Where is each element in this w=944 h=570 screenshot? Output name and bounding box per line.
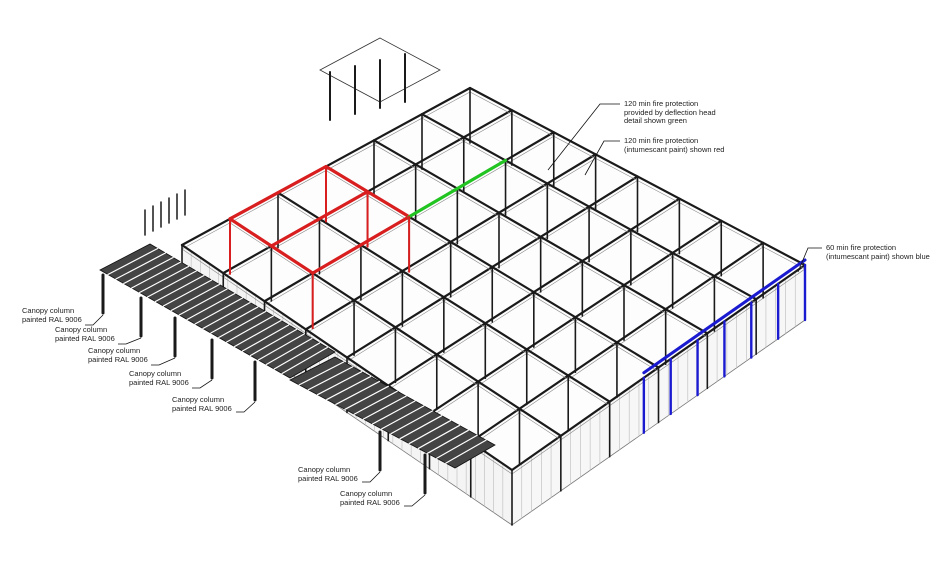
canopy-column-note: Canopy column painted RAL 9006 — [129, 369, 189, 387]
canopy-slat — [265, 337, 313, 366]
canopy-slat — [335, 380, 381, 406]
canopy-slat — [123, 256, 174, 285]
canopy-slat — [241, 324, 290, 352]
canopy-slat — [273, 342, 321, 370]
red-protected-beam — [228, 164, 328, 221]
red-protected-beam — [311, 215, 411, 275]
canopy-slat — [344, 385, 389, 410]
blue-protected-beam — [642, 258, 807, 375]
canopy-slat — [445, 439, 487, 464]
leader-line — [118, 337, 142, 345]
leader-line — [236, 401, 256, 413]
canopy-slat — [408, 419, 452, 445]
canopy-slat — [194, 297, 244, 325]
red-fire-protection-note: 120 min fire protection (intumescant pai… — [624, 136, 725, 154]
canopy-slat — [316, 371, 363, 396]
canopy-slat — [131, 261, 182, 289]
canopy-slat — [154, 274, 205, 303]
canopy-slat — [326, 375, 372, 401]
canopy-slat — [186, 292, 236, 321]
canopy-column-note: Canopy column painted RAL 9006 — [298, 465, 358, 483]
canopy-slat — [107, 247, 159, 276]
canopy-slat — [226, 315, 274, 343]
canopy-slat — [281, 346, 328, 375]
canopy-slat — [202, 301, 251, 330]
canopy-column-note: Canopy column painted RAL 9006 — [55, 325, 115, 343]
green-fire-protection-note: 120 min fire protection provided by defl… — [624, 99, 716, 125]
canopy-slat — [138, 265, 190, 294]
canopy-slat — [436, 434, 478, 459]
canopy-slat — [210, 306, 259, 334]
canopy-slat — [362, 395, 407, 420]
canopy-slat — [426, 429, 469, 454]
leader-line — [362, 471, 381, 483]
canopy-slat — [307, 366, 354, 391]
canopy-slat — [178, 288, 228, 316]
canopy-slat — [249, 328, 298, 357]
canopy-column-note: Canopy column painted RAL 9006 — [22, 306, 82, 324]
canopy-column-note: Canopy column painted RAL 9006 — [172, 395, 232, 413]
canopy-slat — [146, 270, 197, 298]
canopy-slat — [115, 252, 167, 280]
blue-fire-protection-note: 60 min fire protection (intumescant pain… — [826, 243, 930, 261]
leader-line — [151, 357, 176, 366]
canopy-slat — [218, 310, 267, 339]
canopy-column-note: Canopy column painted RAL 9006 — [88, 346, 148, 364]
stair-core-outline — [319, 37, 441, 103]
canopy-slat — [233, 319, 282, 348]
canopy-slat — [417, 424, 461, 450]
green-protected-beam — [407, 158, 508, 219]
canopy-slat — [170, 283, 220, 312]
leader-line — [584, 140, 620, 176]
canopy-slat — [257, 333, 305, 361]
canopy-column-note: Canopy column painted RAL 9006 — [340, 489, 400, 507]
canopy-slat — [298, 361, 345, 386]
canopy-slat — [162, 279, 213, 307]
leader-line — [404, 494, 426, 507]
canopy-slat — [353, 390, 398, 415]
canopy-slat — [381, 405, 425, 430]
canopy-slat — [399, 415, 443, 440]
leader-line — [797, 247, 822, 273]
red-protected-beam — [269, 190, 370, 248]
canopy-slat — [371, 400, 416, 425]
leader-line — [192, 379, 213, 389]
leader-line — [547, 103, 620, 171]
leader-line — [85, 314, 104, 326]
canopy-slat — [390, 410, 434, 435]
